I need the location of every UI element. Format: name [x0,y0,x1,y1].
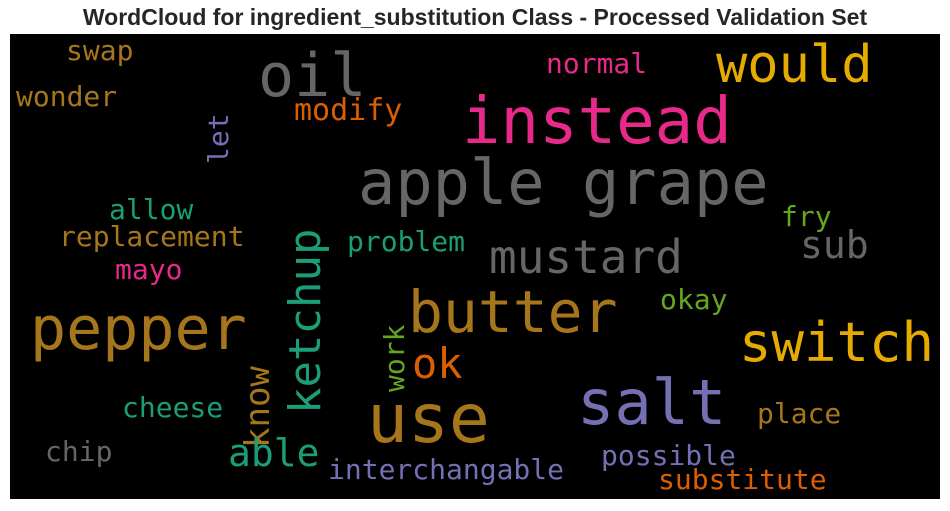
word-replacement: replacement [59,220,245,253]
word-able: able [228,431,320,475]
word-pepper: pepper [30,294,247,364]
word-allow: allow [109,193,194,226]
word-chip: chip [45,435,113,468]
word-ketchup: ketchup [280,228,331,414]
word-problem: problem [347,225,466,258]
chart-title: WordCloud for ingredient_substitution Cl… [82,4,868,30]
word-work: work [378,324,411,392]
word-swap: swap [66,34,134,67]
word-instead: instead [462,85,732,159]
word-switch: switch [739,311,935,374]
word-use: use [367,380,490,459]
word-let: let [202,113,235,164]
word-oil: oil [258,41,367,111]
word-fry: fry [781,200,832,233]
word-possible: possible [601,439,736,472]
word-wonder: wonder [16,80,118,113]
word-cheese: cheese [122,391,224,424]
word-butter: butter [408,278,618,346]
word-interchangable: interchangable [328,453,565,486]
word-place: place [757,397,842,430]
word-would: would [716,35,873,95]
word-substitute: substitute [658,463,827,496]
word-okay: okay [660,283,728,316]
word-normal: normal [546,47,648,80]
word-salt: salt [577,366,727,439]
word-sub: sub [800,223,869,267]
word-apple-grape: apple grape [358,146,769,219]
word-mayo: mayo [115,253,183,286]
word-modify: modify [294,93,403,128]
word-mustard: mustard [489,230,683,284]
word-ok: ok [412,339,463,388]
